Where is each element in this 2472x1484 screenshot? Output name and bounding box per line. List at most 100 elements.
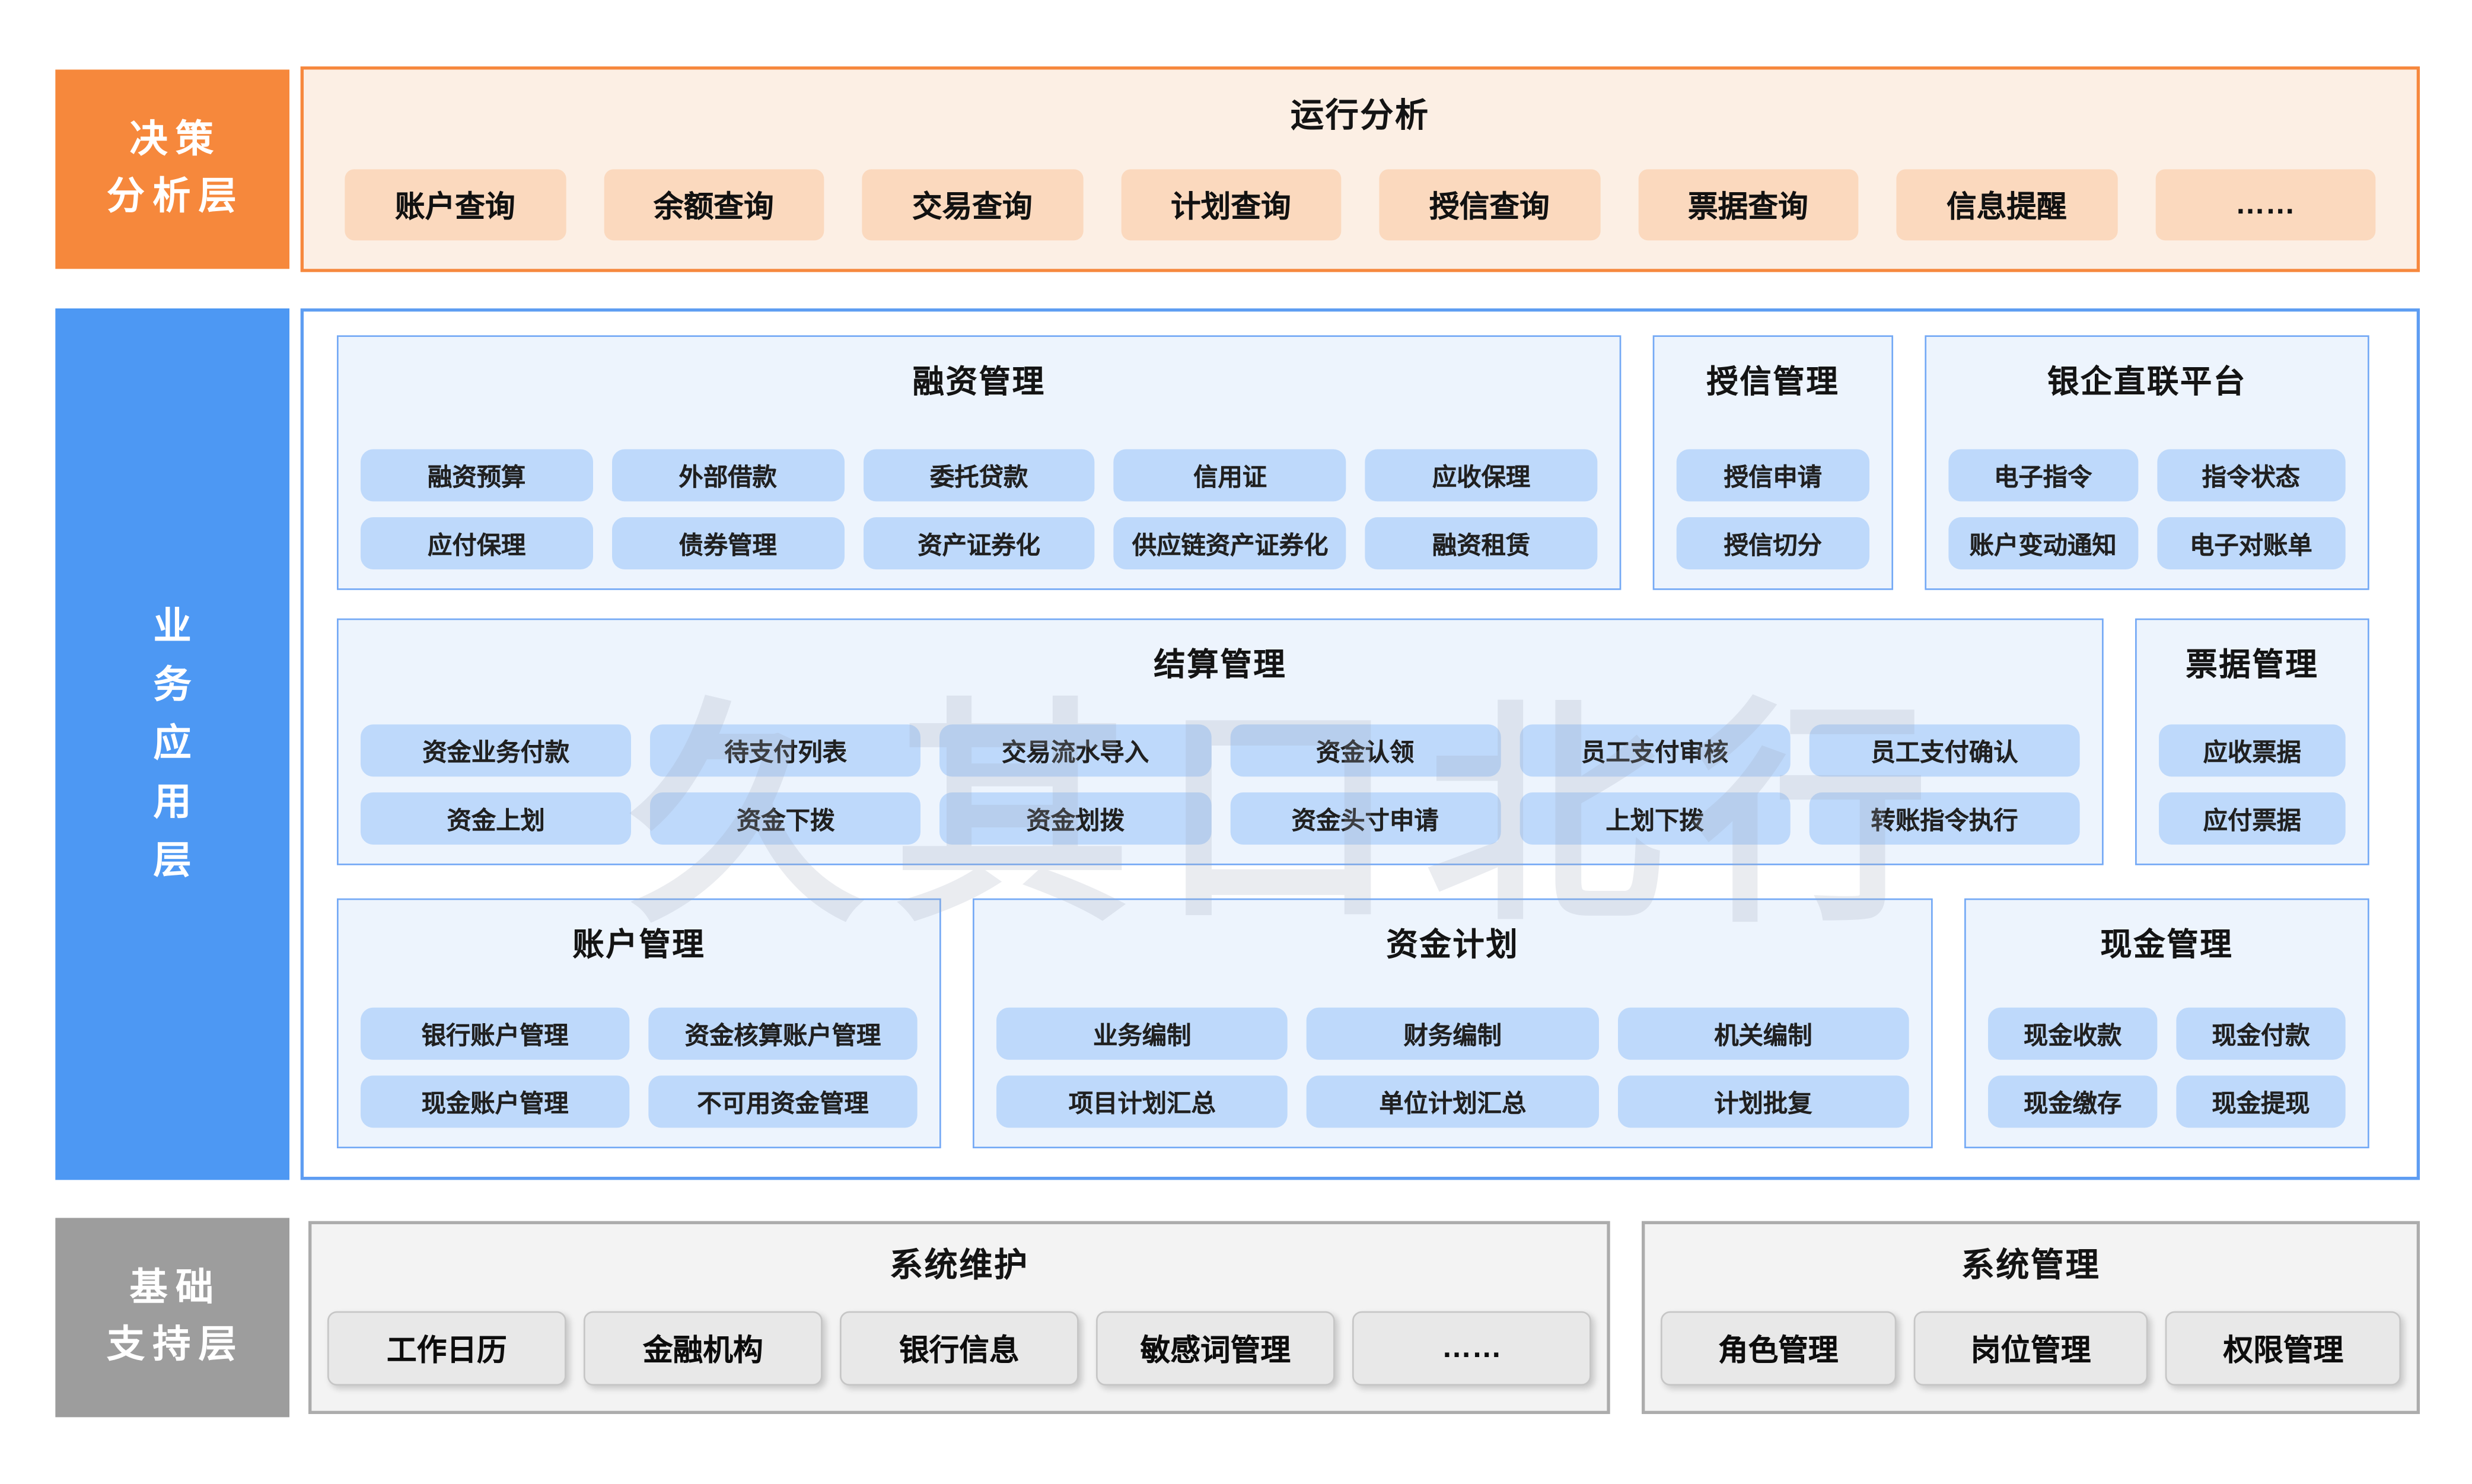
module-button[interactable]: 员工支付审核 bbox=[1519, 724, 1791, 777]
module-button[interactable]: 业务编制 bbox=[996, 1007, 1288, 1060]
module-button[interactable]: 现金账户管理 bbox=[361, 1075, 630, 1128]
module-button[interactable]: 应收票据 bbox=[2159, 724, 2346, 777]
module-button[interactable]: …… bbox=[1352, 1311, 1591, 1386]
section-financing-management: 融资管理 融资预算外部借款委托贷款信用证应收保理应付保理债券管理资产证券化供应链… bbox=[337, 335, 1622, 590]
button-row: 授信切分 bbox=[1676, 517, 1870, 570]
module-button[interactable]: 指令状态 bbox=[2156, 449, 2346, 502]
layer-label-business-application: 业务应用层 bbox=[55, 308, 290, 1180]
module-button[interactable]: 交易流水导入 bbox=[939, 724, 1211, 777]
system-maintenance-buttons: 工作日历金融机构银行信息敏感词管理…… bbox=[327, 1311, 1591, 1386]
section-buttons: 电子指令指令状态账户变动通知电子对账单 bbox=[1948, 449, 2346, 570]
module-button[interactable]: 资金上划 bbox=[361, 792, 632, 845]
module-button[interactable]: 不可用资金管理 bbox=[648, 1075, 918, 1128]
business-panel: 融资管理 融资预算外部借款委托贷款信用证应收保理应付保理债券管理资产证券化供应链… bbox=[300, 308, 2420, 1180]
module-button[interactable]: 资金核算账户管理 bbox=[648, 1007, 918, 1060]
module-button[interactable]: 委托贷款 bbox=[862, 449, 1095, 502]
layer-label-decision-analysis: 决策 分析层 bbox=[55, 69, 290, 269]
module-button[interactable]: 信息提醒 bbox=[1896, 169, 2117, 241]
section-title: 授信管理 bbox=[1706, 365, 1840, 400]
module-button[interactable]: 融资租赁 bbox=[1365, 517, 1598, 570]
module-button[interactable]: 应收保理 bbox=[1365, 449, 1598, 502]
module-button[interactable]: 应付票据 bbox=[2159, 792, 2346, 845]
button-row: 电子指令指令状态 bbox=[1948, 449, 2346, 502]
button-row: 授信申请 bbox=[1676, 449, 1870, 502]
decision-panel: 运行分析 账户查询余额查询交易查询计划查询授信查询票据查询信息提醒 …… bbox=[300, 66, 2420, 272]
module-button[interactable]: 授信查询 bbox=[1379, 169, 1600, 241]
module-button[interactable]: 资金认领 bbox=[1229, 724, 1501, 777]
module-button[interactable]: 权限管理 bbox=[2165, 1311, 2401, 1386]
module-button[interactable]: 项目计划汇总 bbox=[996, 1075, 1288, 1128]
section-bill-management: 票据管理 应收票据应付票据 bbox=[2135, 618, 2369, 865]
decision-button-row: 账户查询余额查询交易查询计划查询授信查询票据查询信息提醒 …… bbox=[345, 169, 2376, 241]
button-row: 角色管理岗位管理权限管理 bbox=[1661, 1311, 2401, 1386]
section-settlement-management: 结算管理 资金业务付款待支付列表交易流水导入资金认领员工支付审核员工支付确认资金… bbox=[337, 618, 2104, 865]
module-button[interactable]: 供应链资产证券化 bbox=[1114, 517, 1346, 570]
module-button[interactable]: 计划查询 bbox=[1120, 169, 1342, 241]
module-button[interactable]: 交易查询 bbox=[862, 169, 1083, 241]
module-button[interactable]: 现金缴存 bbox=[1988, 1075, 2158, 1128]
module-button[interactable]: 单位计划汇总 bbox=[1307, 1075, 1599, 1128]
button-row: 应付票据 bbox=[2159, 792, 2346, 845]
section-title: 票据管理 bbox=[2186, 648, 2319, 684]
module-button[interactable]: 授信申请 bbox=[1676, 449, 1870, 502]
module-button[interactable]: 待支付列表 bbox=[650, 724, 921, 777]
module-button[interactable]: 债券管理 bbox=[611, 517, 844, 570]
system-admin-title: 系统管理 bbox=[1961, 1248, 2101, 1285]
button-row: 工作日历金融机构银行信息敏感词管理…… bbox=[327, 1311, 1591, 1386]
module-button[interactable]: 银行信息 bbox=[840, 1311, 1079, 1386]
section-title: 结算管理 bbox=[1154, 648, 1287, 684]
button-row: 现金收款现金付款 bbox=[1988, 1007, 2346, 1060]
module-button[interactable]: 资金业务付款 bbox=[361, 724, 632, 777]
section-title: 融资管理 bbox=[912, 365, 1046, 400]
module-button[interactable]: 机关编制 bbox=[1617, 1007, 1909, 1060]
module-button[interactable]: 财务编制 bbox=[1307, 1007, 1599, 1060]
module-button[interactable]: 电子对账单 bbox=[2156, 517, 2346, 570]
section-buttons: 现金收款现金付款现金缴存现金提现 bbox=[1988, 1007, 2346, 1128]
layer-label-foundation-support: 基础 支持层 bbox=[55, 1218, 290, 1418]
button-row: 业务编制财务编制机关编制 bbox=[996, 1007, 1909, 1060]
system-admin-buttons: 角色管理岗位管理权限管理 bbox=[1661, 1311, 2401, 1386]
module-button[interactable]: 账户查询 bbox=[345, 169, 566, 241]
module-button[interactable]: 账户变动通知 bbox=[1948, 517, 2138, 570]
module-button[interactable]: 现金收款 bbox=[1988, 1007, 2158, 1060]
module-button[interactable]: 授信切分 bbox=[1676, 517, 1870, 570]
button-row: 应收票据 bbox=[2159, 724, 2346, 777]
module-button[interactable]: 现金付款 bbox=[2176, 1007, 2346, 1060]
module-button[interactable]: 岗位管理 bbox=[1913, 1311, 2149, 1386]
module-button[interactable]: 角色管理 bbox=[1661, 1311, 1896, 1386]
module-button[interactable]: 外部借款 bbox=[611, 449, 844, 502]
button-row: 项目计划汇总单位计划汇总计划批复 bbox=[996, 1075, 1909, 1128]
module-button[interactable]: 工作日历 bbox=[327, 1311, 566, 1386]
module-button[interactable]: 资产证券化 bbox=[862, 517, 1095, 570]
button-row: 资金上划资金下拨资金划拨资金头寸申请上划下拨转账指令执行 bbox=[361, 792, 2080, 845]
module-button[interactable]: 敏感词管理 bbox=[1096, 1311, 1335, 1386]
layer-label-vertical: 业务应用层 bbox=[153, 606, 192, 883]
layer-label-line: 分析层 bbox=[107, 176, 245, 219]
module-button[interactable]: 资金头寸申请 bbox=[1229, 792, 1501, 845]
layer-label-line: 决策 bbox=[129, 119, 222, 162]
section-bank-enterprise-direct-link: 银企直联平台 电子指令指令状态账户变动通知电子对账单 bbox=[1925, 335, 2369, 590]
module-button[interactable]: 余额查询 bbox=[603, 169, 824, 241]
decision-panel-title: 运行分析 bbox=[1291, 98, 1430, 135]
module-button[interactable]: 金融机构 bbox=[584, 1311, 823, 1386]
module-button[interactable]: 上划下拨 bbox=[1519, 792, 1791, 845]
system-admin-panel: 系统管理 角色管理岗位管理权限管理 bbox=[1642, 1221, 2420, 1415]
module-button[interactable]: 电子指令 bbox=[1948, 449, 2138, 502]
button-row: 账户查询余额查询交易查询计划查询授信查询票据查询信息提醒 …… bbox=[345, 169, 2376, 241]
section-title: 资金计划 bbox=[1386, 928, 1519, 964]
module-button[interactable]: 应付保理 bbox=[361, 517, 593, 570]
module-button[interactable]: 票据查询 bbox=[1638, 169, 1859, 241]
section-buttons: 授信申请授信切分 bbox=[1676, 449, 1870, 570]
module-button[interactable]: 现金提现 bbox=[2176, 1075, 2346, 1128]
module-button[interactable]: 资金下拨 bbox=[650, 792, 921, 845]
module-button[interactable]: 员工支付确认 bbox=[1809, 724, 2080, 777]
module-button[interactable]: 资金划拨 bbox=[939, 792, 1211, 845]
module-button[interactable]: …… bbox=[2155, 169, 2376, 241]
module-button[interactable]: 转账指令执行 bbox=[1809, 792, 2080, 845]
module-button[interactable]: 信用证 bbox=[1114, 449, 1346, 502]
layer-label-line: 支持层 bbox=[107, 1324, 245, 1367]
module-button[interactable]: 计划批复 bbox=[1617, 1075, 1909, 1128]
module-button[interactable]: 银行账户管理 bbox=[361, 1007, 630, 1060]
section-cash-management: 现金管理 现金收款现金付款现金缴存现金提现 bbox=[1964, 898, 2369, 1149]
module-button[interactable]: 融资预算 bbox=[361, 449, 593, 502]
